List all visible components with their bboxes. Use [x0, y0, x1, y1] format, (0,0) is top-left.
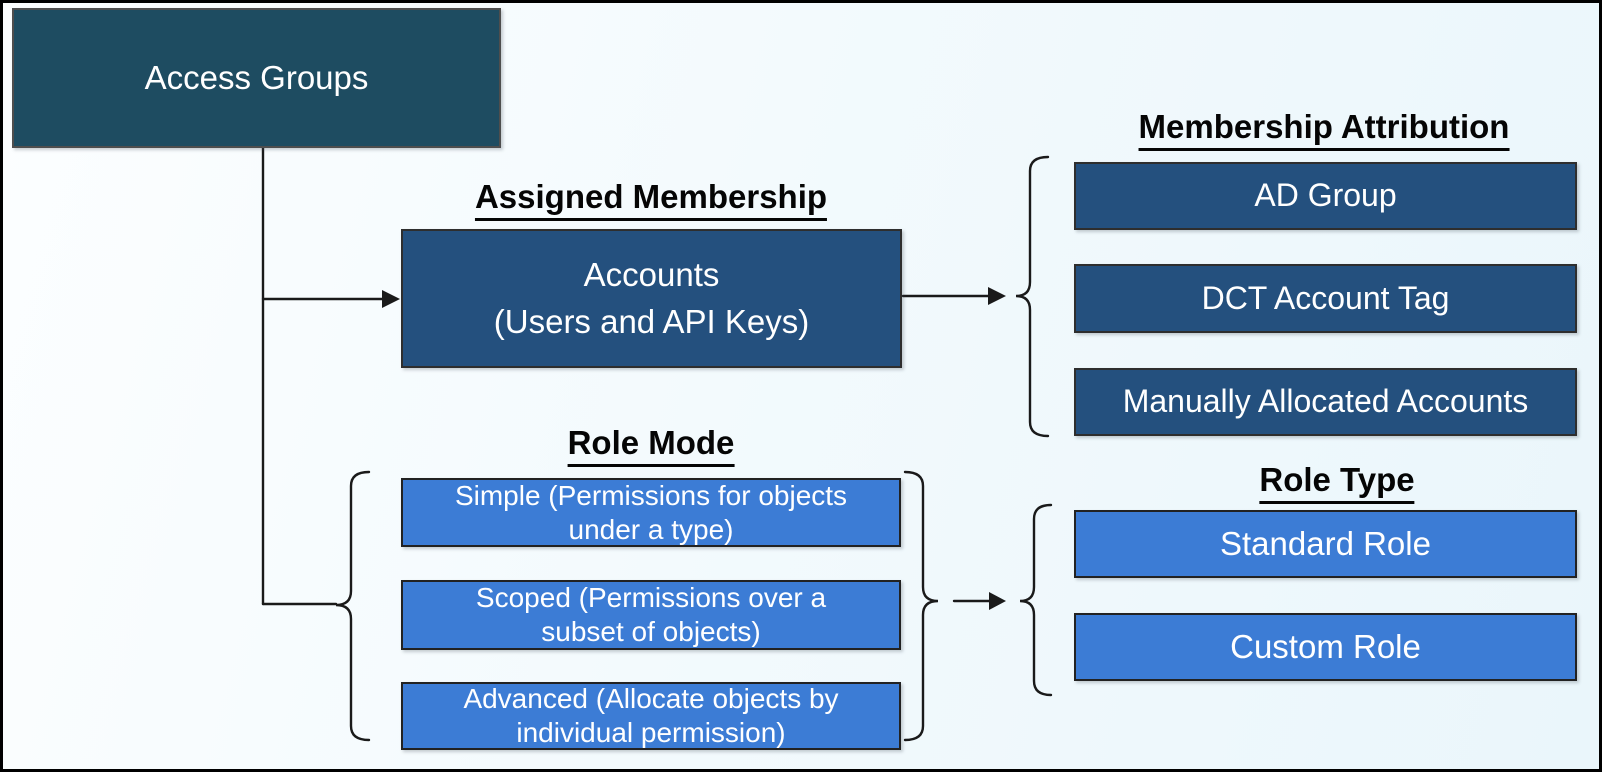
standard-role-node: Standard Role [1074, 510, 1577, 578]
brace-role-type-icon [1019, 503, 1053, 697]
access-groups-label: Access Groups [144, 58, 369, 96]
ad-group-label: AD Group [1254, 177, 1397, 214]
brace-role-mode-left-icon [335, 470, 371, 742]
role-mode-scoped-label-line1: Scoped (Permissions over a [475, 582, 827, 614]
arrow-accounts-to-attribution-head-icon [988, 287, 1006, 305]
dct-account-tag-label: DCT Account Tag [1201, 279, 1450, 316]
role-mode-advanced-label-line1: Advanced (Allocate objects by [463, 683, 839, 715]
brace-role-mode-right-icon [903, 470, 939, 742]
arrow-to-accounts-head-icon [382, 290, 400, 308]
custom-role-label: Custom Role [1230, 627, 1421, 665]
standard-role-label: Standard Role [1220, 524, 1431, 562]
role-mode-simple-label-line1: Simple (Permissions for objects [454, 479, 848, 511]
manually-allocated-accounts-label: Manually Allocated Accounts [1122, 383, 1529, 420]
accounts-node: Accounts (Users and API Keys) [401, 229, 902, 368]
membership-attribution-heading: Membership Attribution [1138, 108, 1510, 151]
dct-account-tag-node: DCT Account Tag [1074, 264, 1577, 333]
role-type-heading: Role Type [1259, 461, 1415, 504]
arrow-mode-to-type-head-icon [989, 592, 1006, 610]
accounts-label-line1: Accounts [583, 256, 720, 294]
custom-role-node: Custom Role [1074, 613, 1577, 681]
access-groups-node: Access Groups [12, 8, 501, 148]
manually-allocated-accounts-node: Manually Allocated Accounts [1074, 368, 1577, 436]
ad-group-node: AD Group [1074, 162, 1577, 230]
role-mode-advanced-label-line2: individual permission) [516, 717, 786, 748]
assigned-membership-heading: Assigned Membership [474, 178, 828, 221]
role-mode-advanced-node: Advanced (Allocate objects by individual… [401, 682, 901, 750]
role-mode-scoped-label-line2: subset of objects) [541, 616, 761, 647]
role-mode-simple-label-line2: under a type) [568, 513, 734, 545]
accounts-label-line2: (Users and API Keys) [493, 302, 810, 340]
role-mode-simple-node: Simple (Permissions for objects under a … [401, 478, 901, 547]
role-mode-scoped-node: Scoped (Permissions over a subset of obj… [401, 580, 901, 650]
role-mode-heading: Role Mode [567, 424, 735, 467]
brace-membership-attribution-icon [1015, 155, 1050, 438]
